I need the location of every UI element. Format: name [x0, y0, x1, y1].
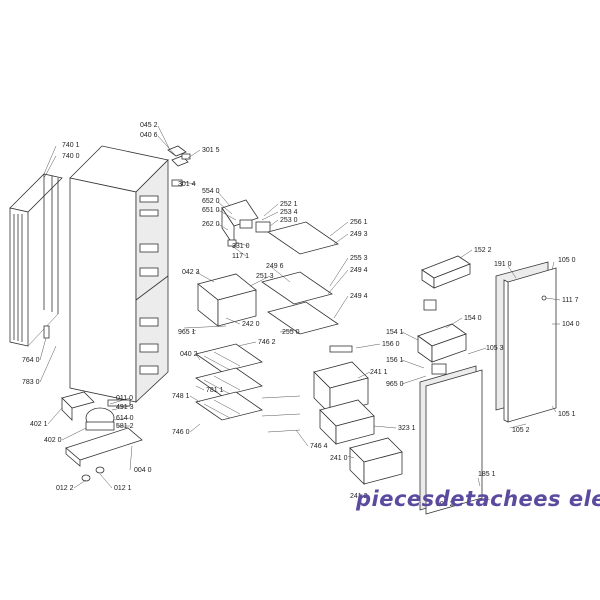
fridge-cabinet-drawing: [69, 145, 169, 407]
part-label: 255 3: [350, 255, 368, 262]
part-label: 262 0: [202, 221, 220, 228]
part-label: 111 7: [562, 297, 579, 304]
part-label: 156 0: [382, 341, 400, 348]
shelf-drawing: [261, 221, 339, 335]
door-balcony-drawing: [417, 255, 471, 375]
part-label: 042 3: [182, 269, 200, 276]
part-labels: 740 1 740 0 045 2 040 6 301 5 301 4 554 …: [22, 122, 580, 508]
part-label: 614 0: [116, 415, 134, 422]
part-label: 105 2: [512, 427, 530, 434]
part-label: 255 0: [282, 329, 300, 336]
part-label: 965 1: [178, 329, 196, 336]
part-label: 256 1: [350, 219, 368, 226]
part-label: 105 0: [558, 257, 576, 264]
part-label: 740 0: [62, 153, 80, 160]
part-label: 045 2: [140, 122, 158, 129]
part-label: 748 1: [172, 393, 190, 400]
part-label: 241 0: [330, 455, 348, 462]
part-label: 253 0: [280, 217, 298, 224]
part-label: 105 3: [486, 345, 504, 352]
crisper-drawer-drawing: [313, 345, 403, 485]
drawer-drawing: [183, 273, 257, 329]
watermark-text: piecesdetachees elec.com: [355, 487, 600, 511]
part-label: 249 4: [350, 293, 368, 300]
part-label: 252 1: [280, 201, 298, 208]
part-label: 746 0: [172, 429, 190, 436]
part-label: 764 0: [22, 357, 40, 364]
part-label: 105 1: [558, 411, 576, 418]
part-label: 746 2: [258, 339, 276, 346]
compressor-drawing: [61, 391, 143, 482]
part-label: 301 4: [178, 181, 196, 188]
part-label: 652 0: [202, 198, 220, 205]
part-label: 104 0: [562, 321, 580, 328]
part-label: 040 6: [140, 132, 158, 139]
part-label: 249 6: [266, 263, 284, 270]
part-label: 581 2: [116, 423, 134, 430]
part-label: 491 3: [116, 404, 134, 411]
leader-lines: [39, 125, 561, 489]
part-label: 105 2: [436, 501, 454, 508]
basket-drawing: [195, 343, 301, 433]
part-label: 965 0: [386, 381, 404, 388]
part-label: 746 4: [310, 443, 328, 450]
part-label: 154 0: [464, 315, 482, 322]
part-label: 152 2: [474, 247, 492, 254]
part-label: 242 0: [242, 321, 260, 328]
part-label: 241 2: [350, 493, 368, 500]
part-label: 323 1: [398, 425, 416, 432]
condenser-drawing: [9, 173, 63, 347]
part-label: 651 0: [202, 207, 220, 214]
part-label: 004 0: [134, 467, 152, 474]
part-label: 249 3: [350, 231, 368, 238]
part-label: 012 1: [114, 485, 132, 492]
part-label: 402 0: [44, 437, 62, 444]
part-label: 251 3: [256, 273, 274, 280]
door-lower-drawing: [419, 365, 491, 515]
part-label: 740 1: [62, 142, 80, 149]
part-label: 117 1: [232, 253, 249, 260]
part-label: 185 1: [478, 471, 496, 478]
part-label: 331 0: [232, 243, 250, 250]
part-label: 301 5: [202, 147, 220, 154]
part-label: 156 1: [386, 357, 404, 364]
door-drawing: [495, 261, 557, 423]
part-label: 402 1: [30, 421, 48, 428]
part-label: 554 0: [202, 188, 220, 195]
part-label: 241 1: [370, 369, 388, 376]
hinge-top-drawing: [167, 145, 191, 187]
part-label: 249 4: [350, 267, 368, 274]
part-label: 040 2: [180, 351, 198, 358]
part-label: 253 4: [280, 209, 298, 216]
part-label: 154 1: [386, 329, 404, 336]
part-label: 012 2: [56, 485, 74, 492]
part-label: 191 0: [494, 261, 512, 268]
control-box-drawing: [221, 199, 271, 248]
part-label: 783 0: [22, 379, 40, 386]
part-label: 011 0: [116, 395, 133, 402]
part-label: 781 1: [206, 387, 224, 394]
